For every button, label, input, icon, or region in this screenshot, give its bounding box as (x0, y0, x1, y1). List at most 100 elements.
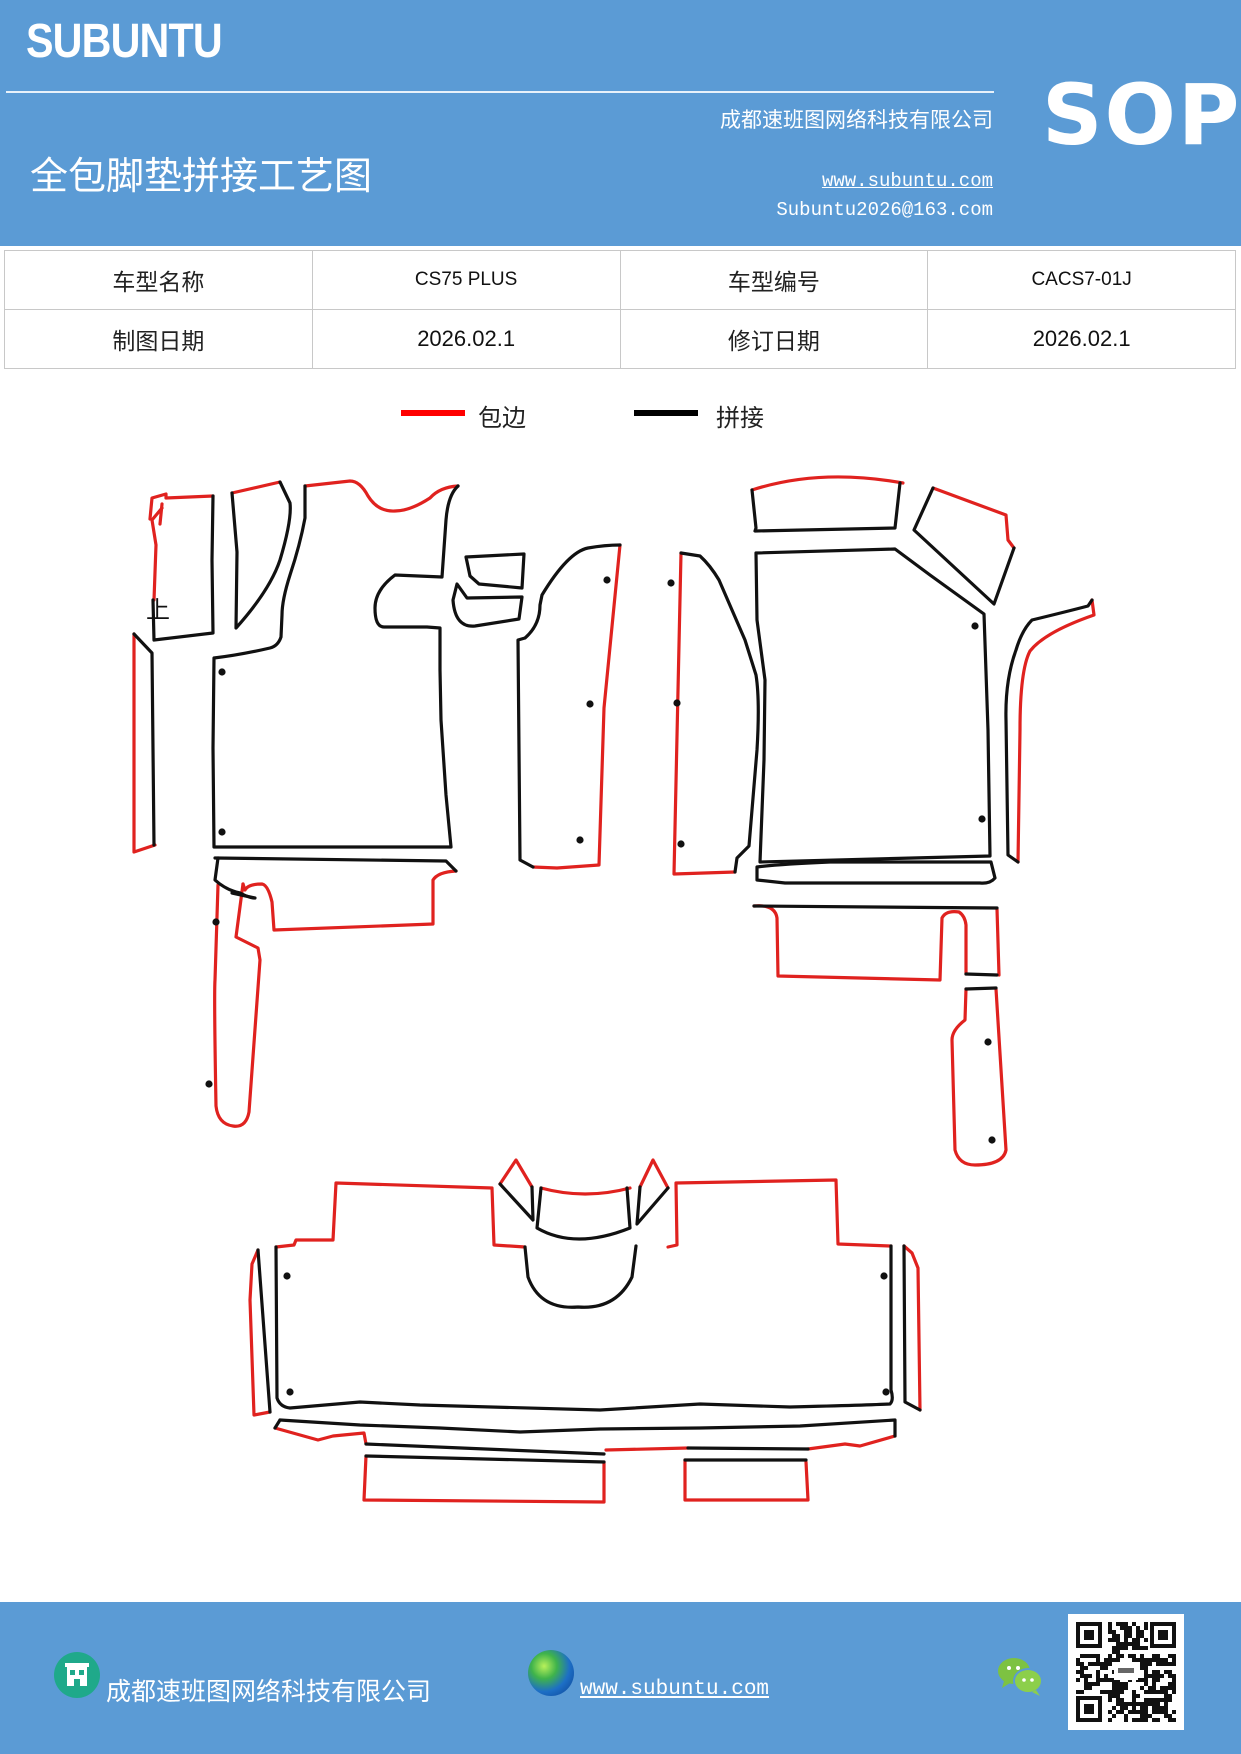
binding-edge (1016, 598, 1096, 864)
binding-edge (150, 506, 164, 602)
qr-code (1068, 1614, 1184, 1730)
value-draw-date: 2026.02.1 (311, 309, 621, 369)
seam-edge (364, 1454, 606, 1464)
label-revision-date: 修订日期 (619, 309, 929, 369)
footer-company-name: 成都速班图网络科技有限公司 (106, 1677, 432, 1706)
value-model-code: CACS7-01J (927, 250, 1236, 310)
website-link[interactable]: www.subuntu.com (821, 170, 993, 192)
binding-edge (273, 1426, 368, 1446)
binding-edge (362, 1454, 606, 1504)
binding-edge (638, 1158, 670, 1190)
fastener-dot (988, 1136, 996, 1144)
binding-edge (148, 492, 215, 521)
binding-edge (750, 475, 905, 492)
seam-edge (273, 1418, 282, 1430)
binding-edge (274, 1181, 527, 1249)
binding-edge (995, 907, 1001, 977)
legend-swatch-seam (634, 410, 698, 416)
binding-edge (604, 1446, 690, 1452)
binding-edge (213, 882, 262, 1128)
binding-edge (531, 543, 622, 870)
seam-edge (754, 547, 992, 864)
seam-edge (635, 1185, 670, 1226)
fastener-dot (882, 1388, 890, 1396)
fastener-dot (978, 815, 986, 823)
email-address[interactable]: Subuntu2026@163.com (776, 199, 993, 221)
fastener-dot (677, 840, 685, 848)
fastener-dot (673, 699, 681, 707)
fastener-dot (205, 1080, 213, 1088)
fastener-dot (286, 1388, 294, 1396)
value-model-name: CS75 PLUS (311, 250, 621, 310)
seam-edge (1004, 598, 1094, 864)
header-divider (6, 91, 994, 93)
label-model-name: 车型名称 (4, 250, 313, 310)
seam-edge (464, 552, 526, 590)
fastener-dot (218, 828, 226, 836)
fastener-dot (576, 836, 584, 844)
fastener-dot (984, 1038, 992, 1046)
seam-edge (750, 481, 902, 533)
seam-edge (151, 494, 215, 642)
floor-mat-pattern-drawing: 上 (132, 475, 1096, 1504)
binding-edge (683, 1458, 810, 1502)
seam-edge (256, 1248, 272, 1414)
seam-edge (278, 1418, 897, 1438)
legend: 包边 拼接 (0, 398, 1241, 438)
label-draw-date: 制图日期 (4, 309, 313, 369)
edge-binding-lines (132, 475, 1096, 1504)
binding-edge (498, 1158, 534, 1189)
seam-edge (912, 486, 1016, 606)
binding-edge (241, 869, 458, 932)
binding-edge (672, 551, 737, 876)
fastener-dot (667, 579, 675, 587)
fastener-dot (283, 1272, 291, 1280)
wechat-icon (996, 1654, 1044, 1698)
fastener-dot (880, 1272, 888, 1280)
seam-edge (679, 551, 760, 874)
fastener-dots (205, 576, 996, 1396)
binding-edge (902, 1244, 922, 1412)
seam-edge (516, 543, 622, 869)
binding-edge (539, 1186, 632, 1196)
table-row: 制图日期 2026.02.1 修订日期 2026.02.1 (4, 309, 1236, 369)
fastener-dot (218, 668, 226, 676)
seam-edge (213, 856, 458, 873)
value-revision-date: 2026.02.1 (927, 309, 1236, 369)
seam-edge (752, 904, 999, 910)
legend-swatch-binding (401, 410, 465, 416)
seam-edge (523, 1244, 638, 1309)
binding-edge (132, 632, 157, 854)
fastener-dot (971, 622, 979, 630)
seam-edge (686, 1446, 810, 1451)
binding-edge (303, 479, 460, 513)
header-banner: SUBUNTU 全包脚垫拼接工艺图 成都速班图网络科技有限公司 www.subu… (0, 0, 1241, 246)
seam-edge (902, 1244, 922, 1412)
seam-edge (964, 986, 998, 991)
annotation-up: 上 (146, 596, 170, 624)
seam-lines (132, 480, 1094, 1464)
seam-edge (498, 1182, 535, 1222)
table-row: 车型名称 CS75 PLUS 车型编号 CACS7-01J (4, 250, 1236, 310)
binding-edge (248, 1248, 272, 1417)
binding-edge (752, 904, 968, 982)
binding-edge (666, 1178, 893, 1249)
seam-edge (535, 1186, 632, 1241)
footer-banner: 成都速班图网络科技有限公司 www.subuntu.com (0, 1602, 1241, 1754)
seam-edge (211, 484, 460, 849)
fastener-dot (586, 700, 594, 708)
building-icon (54, 1652, 100, 1698)
seam-edge (230, 891, 257, 900)
label-model-code: 车型编号 (619, 250, 929, 310)
legend-label-binding: 包边 (478, 404, 526, 432)
seam-edge (451, 582, 524, 628)
globe-icon (528, 1650, 574, 1696)
seam-edge (132, 632, 156, 847)
fastener-dot (212, 918, 220, 926)
footer-website-link[interactable]: www.subuntu.com (580, 1678, 770, 1701)
binding-edge (931, 486, 1016, 550)
seam-edge (755, 860, 997, 885)
brand-logo: SUBUNTU (26, 15, 223, 68)
binding-edge (230, 480, 282, 495)
legend-label-seam: 拼接 (716, 404, 764, 432)
